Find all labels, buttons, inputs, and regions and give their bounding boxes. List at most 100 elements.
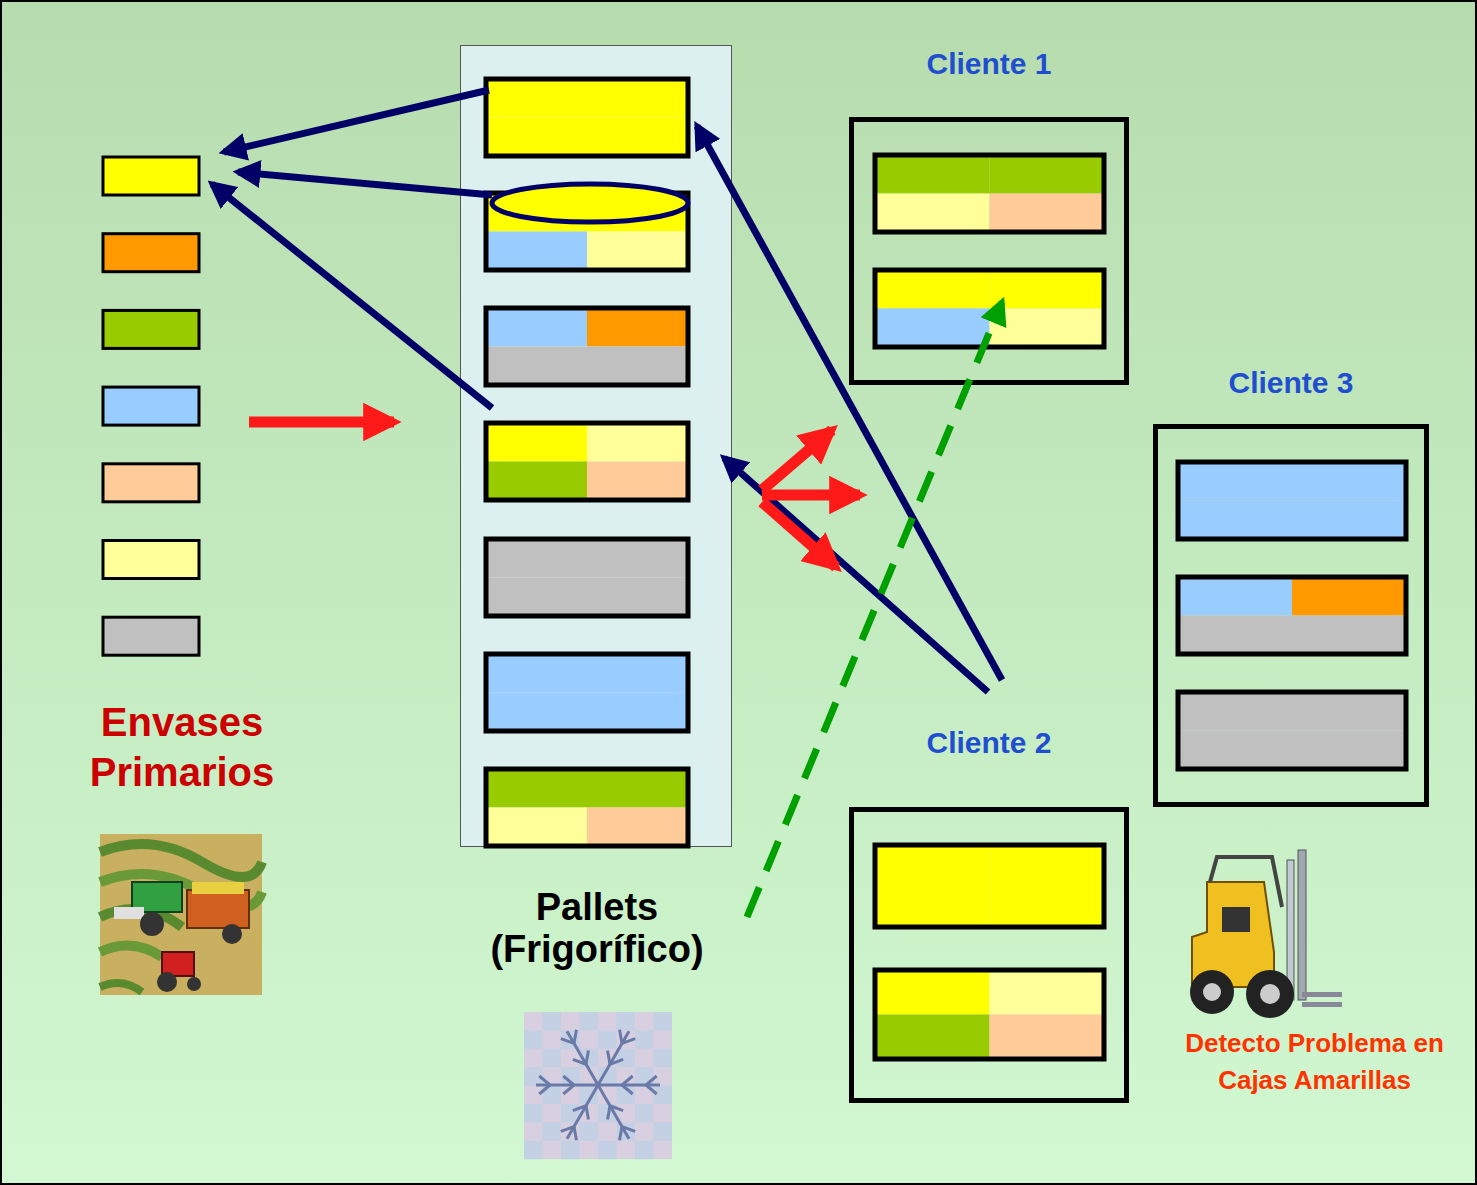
- tile-check: [561, 1141, 580, 1159]
- tile-check: [654, 1122, 673, 1140]
- pallet-outline: [486, 423, 688, 500]
- flake-arm: [567, 1031, 598, 1085]
- tile-check: [524, 1030, 543, 1048]
- pallet-outline: [486, 769, 688, 846]
- box-cell: [587, 308, 688, 347]
- flake-branch: [573, 1059, 586, 1064]
- box-cell: [587, 539, 688, 578]
- box-cell: [1178, 577, 1292, 616]
- box-cell: [1178, 731, 1292, 770]
- snowflake-icon: [524, 1012, 672, 1159]
- box-cell: [587, 79, 688, 118]
- flake-branch: [646, 1076, 657, 1085]
- pallet: [875, 970, 1104, 1059]
- pallet-outline: [1178, 577, 1406, 654]
- flake-branch: [561, 1039, 574, 1044]
- dashed-trace-arrow: [747, 302, 1002, 917]
- box-cell: [587, 118, 688, 157]
- pallet: [486, 769, 688, 846]
- pallet: [486, 79, 688, 156]
- pallet-outline: [875, 155, 1104, 232]
- box-cell: [587, 693, 688, 732]
- box-cell: [486, 693, 587, 732]
- box-cell: [990, 270, 1105, 309]
- flake-branch: [622, 1127, 635, 1132]
- box-cell: [486, 808, 587, 847]
- flake-branch: [561, 1127, 574, 1132]
- pallet: [486, 654, 688, 731]
- box-cell: [990, 886, 1105, 927]
- flake-arm: [598, 1085, 629, 1139]
- pallet-outline: [875, 970, 1104, 1059]
- flake-branch: [563, 1076, 574, 1085]
- box-cell: [486, 347, 587, 386]
- highlight-ellipse: [492, 184, 688, 222]
- client-heading: Cliente 2: [849, 725, 1129, 761]
- box-cell: [1292, 462, 1406, 501]
- box-cell: [486, 654, 587, 693]
- box-cell: [990, 970, 1105, 1015]
- box-cell: [875, 845, 990, 886]
- box-cell: [875, 970, 990, 1015]
- primary-package: [103, 157, 199, 195]
- flake-branch: [610, 1059, 623, 1064]
- tile-check: [654, 1086, 673, 1104]
- box-cell: [486, 462, 587, 501]
- flake-branch: [622, 1039, 635, 1044]
- box-cell: [875, 886, 990, 927]
- pallet: [486, 539, 688, 616]
- flake-branch: [620, 1030, 622, 1044]
- flake-arm: [598, 1084, 660, 1087]
- pallet: [486, 423, 688, 500]
- client-heading: Cliente 3: [1153, 365, 1429, 401]
- flake-branch: [539, 1076, 550, 1085]
- flake-branch: [622, 1085, 633, 1094]
- trace-arrows: [212, 90, 1002, 692]
- tile-check: [543, 1012, 562, 1030]
- flake-branch: [586, 1106, 588, 1120]
- pallet-outline: [1178, 462, 1406, 539]
- primary-package: [103, 464, 199, 502]
- flake-arm: [536, 1084, 598, 1087]
- flake-arm: [598, 1031, 629, 1085]
- box-cell: [875, 1015, 990, 1060]
- tile-check: [524, 1104, 543, 1122]
- box-cell: [587, 232, 688, 271]
- box-cell: [875, 194, 990, 233]
- box-cell: [990, 155, 1105, 194]
- flake-branch: [573, 1106, 586, 1111]
- flake-branch: [563, 1085, 574, 1094]
- pallet-outline: [1178, 692, 1406, 769]
- pallet-outline: [486, 308, 688, 385]
- farm-icon: [100, 834, 262, 995]
- box-cell: [1178, 462, 1292, 501]
- tile-check: [635, 1030, 654, 1048]
- box-cell: [1292, 616, 1406, 655]
- box-cell: [990, 1015, 1105, 1060]
- tile-check: [543, 1049, 562, 1067]
- box-cell: [486, 118, 587, 157]
- box-cell: [587, 769, 688, 808]
- tile-check: [617, 1049, 636, 1067]
- flake-branch: [574, 1030, 576, 1044]
- tile-check: [654, 1012, 673, 1030]
- box-cell: [587, 578, 688, 617]
- box-cell: [990, 845, 1105, 886]
- box-cell: [587, 654, 688, 693]
- box-cell: [990, 194, 1105, 233]
- tile-check: [598, 1141, 617, 1159]
- primary-package: [103, 617, 199, 655]
- box-cell: [486, 79, 587, 118]
- flake-arm: [567, 1085, 598, 1139]
- primary-package: [103, 387, 199, 425]
- box-cell: [875, 309, 990, 348]
- section-label: Envases Primarios: [42, 697, 322, 797]
- tile-check: [635, 1141, 654, 1159]
- box-cell: [486, 769, 587, 808]
- box-cell: [587, 423, 688, 462]
- tile-check: [598, 1030, 617, 1048]
- primary-package: [103, 310, 199, 348]
- box-cell: [587, 347, 688, 386]
